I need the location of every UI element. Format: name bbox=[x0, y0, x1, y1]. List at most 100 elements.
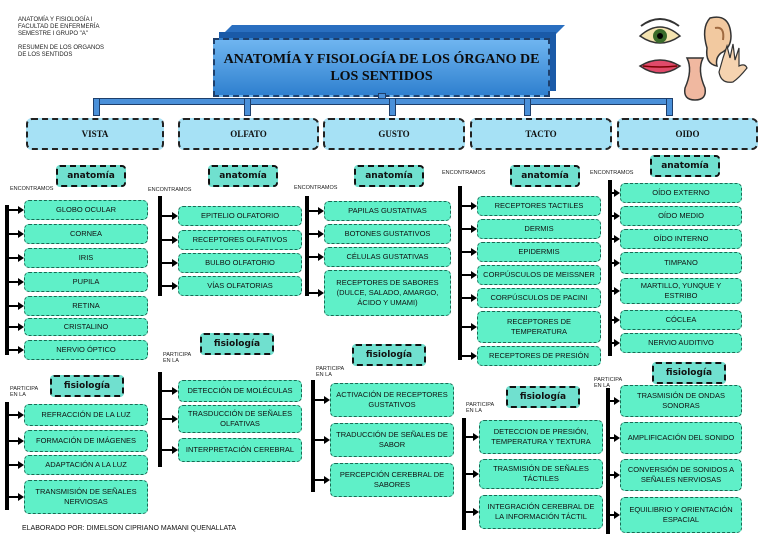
vista-anatomia-item: IRIS bbox=[24, 248, 148, 268]
arrow-line bbox=[462, 297, 471, 299]
arrow-line bbox=[162, 262, 172, 264]
arrow-line bbox=[9, 496, 18, 498]
participa-label: PARTICIPA EN LA bbox=[466, 402, 494, 414]
arrow-line bbox=[162, 390, 172, 392]
branch-connector bbox=[93, 98, 673, 105]
arrow-line bbox=[9, 414, 18, 416]
arrow-head-icon bbox=[172, 259, 178, 267]
oido-anatomia-item: NERVIO AUDITIVO bbox=[620, 333, 742, 353]
olfato-anatomia-tag: anatomía bbox=[208, 165, 278, 187]
nose-icon bbox=[683, 57, 707, 101]
ear-icon bbox=[703, 16, 732, 67]
arrow-head-icon bbox=[324, 436, 330, 444]
arrow-head-icon bbox=[471, 352, 477, 360]
olfato-anatomia-item: BULBO OLFATORIO bbox=[178, 253, 302, 273]
category-vista: VISTA bbox=[26, 118, 164, 150]
oido-anatomia-item: MARTILLO, YUNQUE Y ESTRIBO bbox=[620, 278, 742, 304]
olfato-fisiologia-bracket bbox=[158, 372, 162, 467]
gusto-fisiologia-item: PERCEPCIÓN CEREBRAL DE SABORES bbox=[330, 463, 454, 497]
olfato-fisiologia-item: DETECCIÓN DE MOLÉCULAS bbox=[178, 380, 302, 402]
arrow-head-icon bbox=[172, 282, 178, 290]
branch-down bbox=[666, 98, 673, 116]
arrow-head-icon bbox=[18, 461, 24, 469]
category-oido: OIDO bbox=[617, 118, 758, 150]
arrow-line bbox=[162, 285, 172, 287]
title-box-depth bbox=[219, 25, 565, 38]
arrow-head-icon bbox=[614, 434, 620, 442]
mouth-icon bbox=[638, 59, 682, 74]
arrow-head-icon bbox=[324, 476, 330, 484]
olfato-fisiologia-item: TRASDUCCIÓN DE SEÑALES OLFATIVAS bbox=[178, 405, 302, 433]
vista-fisiologia-item: REFRACCIÓN DE LA LUZ bbox=[24, 404, 148, 426]
participa-label: PARTICIPA EN LA bbox=[316, 366, 344, 378]
arrow-head-icon bbox=[614, 511, 620, 519]
arrow-line bbox=[466, 511, 473, 513]
tacto-anatomia-item: CORPÚSCULOS DE MEISSNER bbox=[477, 265, 601, 285]
arrow-line bbox=[610, 400, 614, 402]
tacto-fisiologia-item: DETECCION DE PRESIÓN, TEMPERATURA Y TEXT… bbox=[479, 420, 603, 454]
participa-label: PARTICIPA EN LA bbox=[594, 377, 622, 389]
gusto-anatomia-bracket bbox=[305, 196, 309, 296]
header-line: DE LOS SENTIDOS bbox=[18, 52, 73, 58]
gusto-fisiologia-tag: fisiología bbox=[352, 344, 426, 366]
gusto-anatomia-tag: anatomía bbox=[354, 165, 424, 187]
tacto-fisiologia-item: TRASMISIÓN DE SEÑALES TÁCTILES bbox=[479, 459, 603, 489]
branch-down bbox=[244, 98, 251, 116]
arrow-line bbox=[315, 439, 324, 441]
arrow-line bbox=[162, 449, 172, 451]
arrow-head-icon bbox=[172, 212, 178, 220]
arrow-line bbox=[462, 228, 471, 230]
oido-fisiologia-bracket bbox=[606, 388, 610, 534]
arrow-head-icon bbox=[18, 323, 24, 331]
tacto-fisiologia-item: INTEGRACIÓN CEREBRAL DE LA INFORMACIÓN T… bbox=[479, 495, 603, 529]
arrow-line bbox=[315, 479, 324, 481]
branch-down bbox=[524, 98, 531, 116]
gusto-fisiologia-item: TRADUCCIÓN DE SEÑALES DE SABOR bbox=[330, 423, 454, 457]
footer-credit: ELABORADO POR: DIMELSON CIPRIANO MAMANI … bbox=[22, 525, 237, 532]
arrow-line bbox=[309, 256, 318, 258]
oido-anatomia-item: TIMPANO bbox=[620, 252, 742, 274]
arrow-head-icon bbox=[614, 339, 620, 347]
arrow-line bbox=[610, 514, 614, 516]
arrow-head-icon bbox=[614, 287, 620, 295]
arrow-line bbox=[162, 239, 172, 241]
arrow-line bbox=[9, 233, 18, 235]
arrow-line bbox=[466, 473, 473, 475]
category-tacto: TACTO bbox=[470, 118, 612, 150]
arrow-head-icon bbox=[18, 254, 24, 262]
arrow-head-icon bbox=[18, 437, 24, 445]
arrow-line bbox=[462, 251, 471, 253]
eye-icon bbox=[638, 18, 682, 44]
participa-label: PARTICIPA EN LA bbox=[10, 386, 38, 398]
oido-fisiologia-item: AMPLIFICACIÓN DEL SONIDO bbox=[620, 422, 742, 454]
arrow-line bbox=[309, 292, 318, 294]
tacto-anatomia-tag: anatomía bbox=[510, 165, 580, 187]
oido-anatomia-tag: anatomía bbox=[650, 155, 720, 177]
vista-anatomia-item: GLOBO OCULAR bbox=[24, 200, 148, 220]
arrow-head-icon bbox=[318, 253, 324, 261]
arrow-head-icon bbox=[614, 397, 620, 405]
arrow-head-icon bbox=[172, 236, 178, 244]
vista-fisiologia-item: ADAPTACIÓN A LA LUZ bbox=[24, 455, 148, 475]
header-info: ANATOMÍA Y FISIOLOGÍA I FACULTAD DE ENFE… bbox=[18, 17, 104, 59]
gusto-anatomia-item: RECEPTORES DE SABORES (DULCE, SALADO, AM… bbox=[324, 270, 451, 316]
header-line: ANATOMÍA Y FISIOLOGÍA I bbox=[18, 17, 93, 23]
arrow-line bbox=[612, 215, 614, 217]
encontramos-label: ENCONTRAMOS bbox=[442, 170, 486, 176]
tacto-anatomia-bracket bbox=[458, 186, 462, 360]
arrow-head-icon bbox=[18, 278, 24, 286]
encontramos-label: ENCONTRAMOS bbox=[294, 185, 338, 191]
vista-fisiologia-item: TRANSMISIÓN DE SEÑALES NERVIOSAS bbox=[24, 480, 148, 514]
gusto-anatomia-item: PAPILAS GUSTATIVAS bbox=[324, 201, 451, 221]
olfato-anatomia-item: VÍAS OLFATORIAS bbox=[178, 276, 302, 296]
arrow-line bbox=[612, 238, 614, 240]
encontramos-label: ENCONTRAMOS bbox=[590, 170, 634, 176]
arrow-head-icon bbox=[172, 446, 178, 454]
arrow-line bbox=[9, 326, 18, 328]
vista-anatomia-tag: anatomía bbox=[56, 165, 126, 187]
oido-anatomia-item: CÓCLEA bbox=[620, 310, 742, 330]
arrow-head-icon bbox=[614, 235, 620, 243]
arrow-line bbox=[315, 399, 324, 401]
oido-fisiologia-tag: fisiología bbox=[652, 362, 726, 384]
category-olfato: OLFATO bbox=[178, 118, 319, 150]
